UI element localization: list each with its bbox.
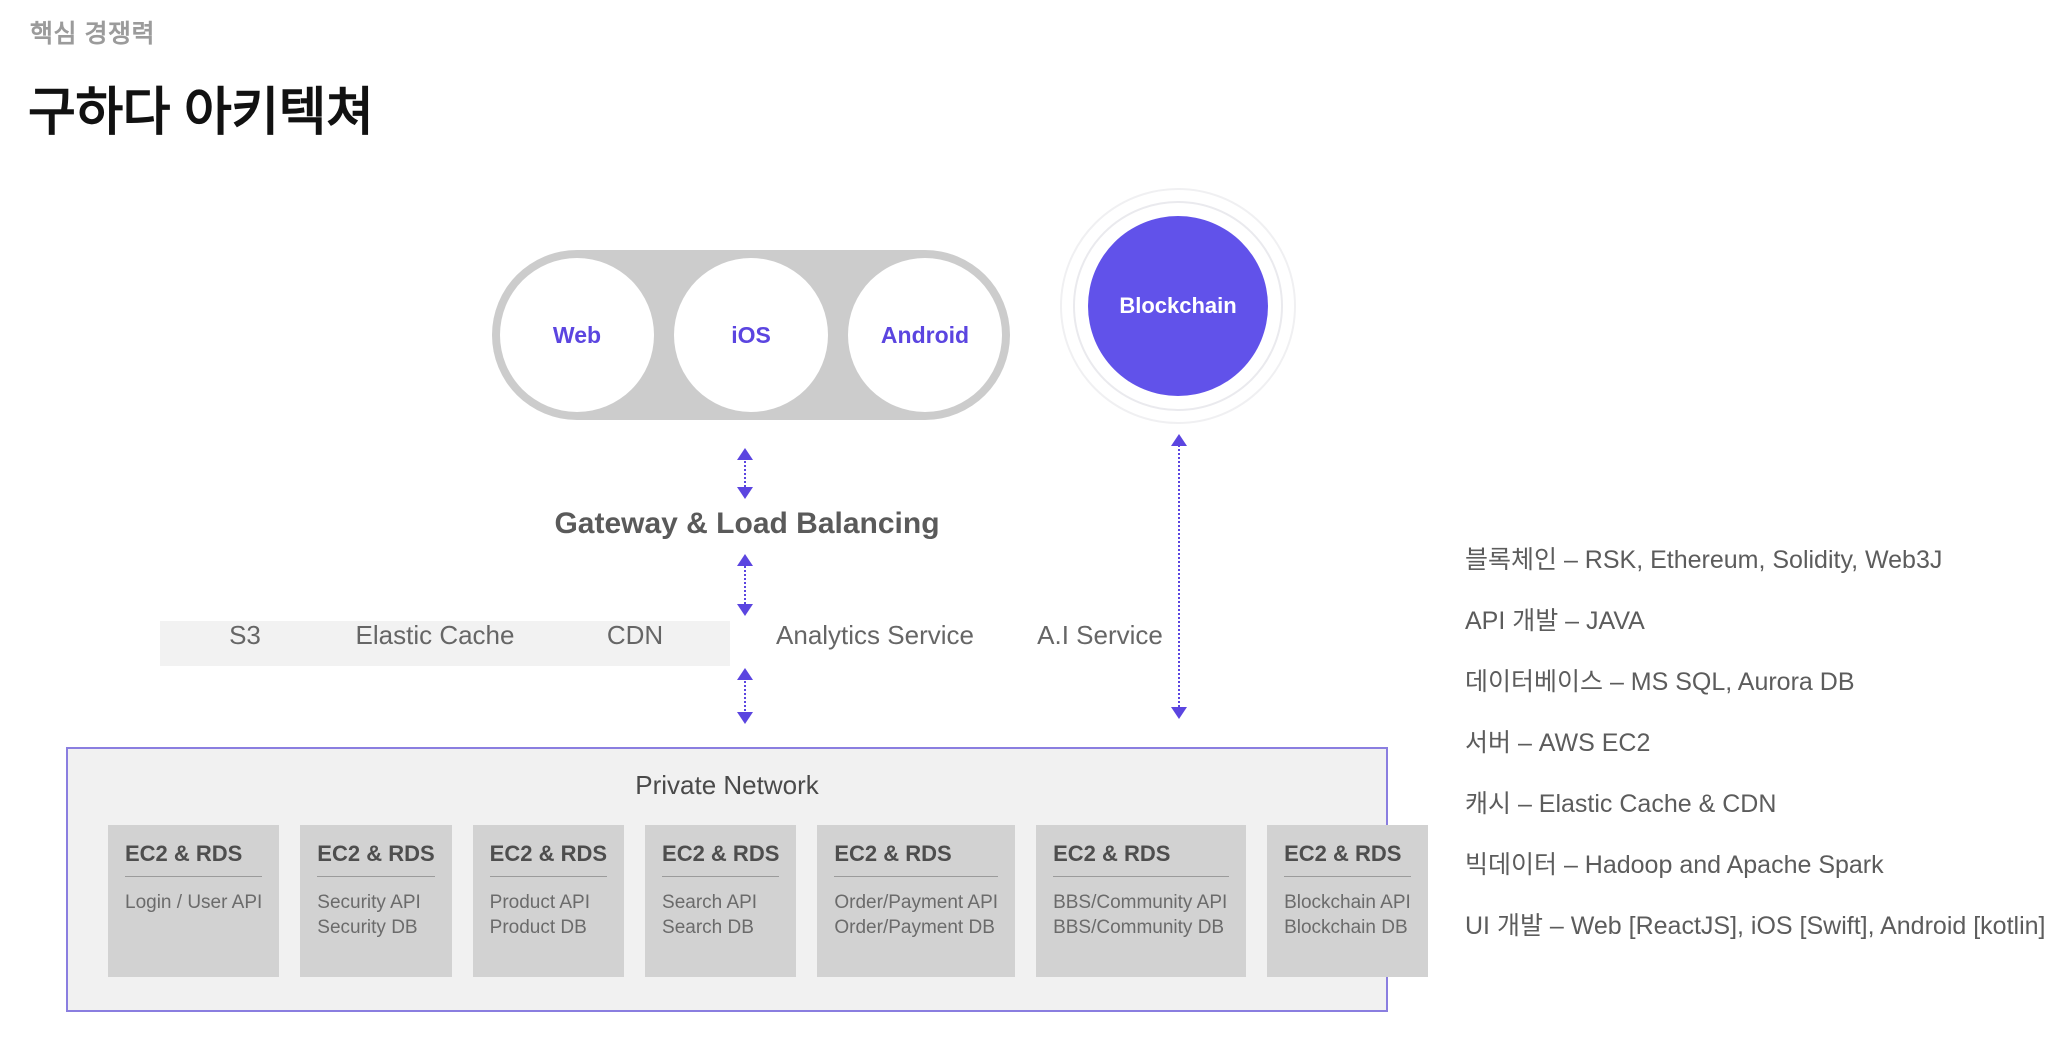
- ec2-card-divider: [125, 876, 263, 877]
- ec2-card-line: Product API: [489, 892, 590, 913]
- tech-stack-item-cache: 캐시 – Elastic Cache & CDN: [1465, 790, 1777, 818]
- connector-clients-gateway: [744, 457, 746, 495]
- ec2-card-header: EC2 & RDS: [662, 841, 780, 866]
- client-node-android[interactable]: Android: [848, 258, 1002, 412]
- connector-blockchain-private-network: [1178, 442, 1180, 714]
- ec2-card-line: Blockchain DB: [1284, 917, 1408, 939]
- connector-services-private-network: [744, 677, 746, 719]
- ec2-card-header: EC2 & RDS: [317, 841, 435, 866]
- connector-gateway-services: [744, 563, 746, 611]
- service-elastic-cache[interactable]: Elastic Cache: [355, 620, 515, 650]
- cache-service-band: [160, 621, 730, 666]
- ec2-card-header: EC2 & RDS: [1053, 841, 1171, 866]
- ec2-card-blockchain[interactable]: EC2 & RDS Blockchain API Blockchain DB: [1267, 825, 1428, 977]
- tech-stack-list: 블록체인 – RSK, Ethereum, Solidity, Web3J AP…: [1465, 546, 2046, 975]
- connector-services-private-network-arrow-up-icon: [737, 668, 753, 680]
- ec2-card-security[interactable]: EC2 & RDS Security API Security DB: [300, 825, 452, 977]
- tech-stack-item-blockchain: 블록체인 – RSK, Ethereum, Solidity, Web3J: [1465, 546, 1943, 574]
- blockchain-halo-inner-icon: [1073, 201, 1283, 411]
- client-layer-pill: Web iOS Android: [492, 250, 1010, 420]
- ec2-card-line: Search DB: [662, 917, 754, 939]
- connector-gateway-services-arrow-up-icon: [737, 554, 753, 566]
- ec2-card-search[interactable]: EC2 & RDS Search API Search DB: [645, 825, 797, 977]
- ec2-card-product[interactable]: EC2 & RDS Product API Product DB: [472, 825, 625, 977]
- ec2-card-divider: [1284, 876, 1411, 877]
- ec2-card-line: Security DB: [317, 917, 418, 939]
- ec2-card-line: Order/Payment DB: [834, 917, 995, 939]
- ec2-card-divider: [489, 876, 608, 877]
- service-analytics[interactable]: Analytics Service: [776, 620, 974, 650]
- ec2-card-line: Order/Payment API: [834, 892, 999, 913]
- ec2-card-line: Search API: [662, 892, 758, 913]
- ec2-card-divider: [662, 876, 780, 877]
- connector-blockchain-private-network-arrow-down-icon: [1171, 707, 1187, 719]
- ec2-card-login-user[interactable]: EC2 & RDS Login / User API: [108, 825, 280, 977]
- tech-stack-item-ui: UI 개발 – Web [ReactJS], iOS [Swift], Andr…: [1465, 912, 2046, 940]
- tech-stack-item-api: API 개발 – JAVA: [1465, 607, 1645, 635]
- ec2-card-line: BBS/Community API: [1053, 892, 1228, 913]
- ec2-card-line: Login / User API: [125, 892, 263, 913]
- blockchain-node[interactable]: Blockchain: [1060, 188, 1296, 424]
- connector-blockchain-private-network-arrow-up-icon: [1171, 434, 1187, 446]
- ec2-card-header: EC2 & RDS: [1284, 841, 1402, 866]
- ec2-card-order-payment[interactable]: EC2 & RDS Order/Payment API Order/Paymen…: [817, 825, 1016, 977]
- ec2-card-divider: [1053, 876, 1230, 877]
- client-node-ios[interactable]: iOS: [674, 258, 828, 412]
- ec2-card-divider: [317, 876, 435, 877]
- ec2-card-line: Security API: [317, 892, 421, 913]
- tech-stack-item-database: 데이터베이스 – MS SQL, Aurora DB: [1465, 668, 1855, 696]
- slide-eyebrow: 핵심 경쟁력: [30, 20, 155, 48]
- blockchain-halo-outer-icon: [1060, 188, 1296, 424]
- service-s3[interactable]: S3: [229, 620, 261, 650]
- connector-clients-gateway-arrow-down-icon: [737, 487, 753, 499]
- blockchain-core-label: Blockchain: [1088, 216, 1268, 396]
- private-network-panel: Private Network EC2 & RDS Login / User A…: [66, 747, 1428, 1012]
- ec2-card-divider: [834, 876, 999, 877]
- gateway-label: Gateway & Load Balancing: [554, 507, 940, 540]
- service-ai[interactable]: A.I Service: [1037, 620, 1163, 650]
- ec2-card-bbs-community[interactable]: EC2 & RDS BBS/Community API BBS/Communit…: [1036, 825, 1247, 977]
- service-cdn[interactable]: CDN: [606, 620, 664, 650]
- ec2-card-line: Product DB: [489, 917, 587, 939]
- private-network-card-list: EC2 & RDS Login / User API EC2 & RDS Sec…: [108, 825, 1428, 977]
- client-node-web[interactable]: Web: [500, 258, 654, 412]
- private-network-title: Private Network: [635, 770, 819, 800]
- ec2-card-header: EC2 & RDS: [489, 841, 608, 866]
- ec2-card-line: Blockchain API: [1284, 892, 1411, 913]
- tech-stack-item-server: 서버 – AWS EC2: [1465, 729, 1651, 757]
- tech-stack-item-bigdata: 빅데이터 – Hadoop and Apache Spark: [1465, 851, 1884, 879]
- ec2-card-line: BBS/Community DB: [1053, 917, 1225, 939]
- connector-clients-gateway-arrow-up-icon: [737, 448, 753, 460]
- ec2-card-header: EC2 & RDS: [125, 841, 243, 866]
- ec2-card-header: EC2 & RDS: [834, 841, 952, 866]
- connector-services-private-network-arrow-down-icon: [737, 712, 753, 724]
- connector-gateway-services-arrow-down-icon: [737, 604, 753, 616]
- page-title: 구하다 아키텍쳐: [28, 84, 374, 142]
